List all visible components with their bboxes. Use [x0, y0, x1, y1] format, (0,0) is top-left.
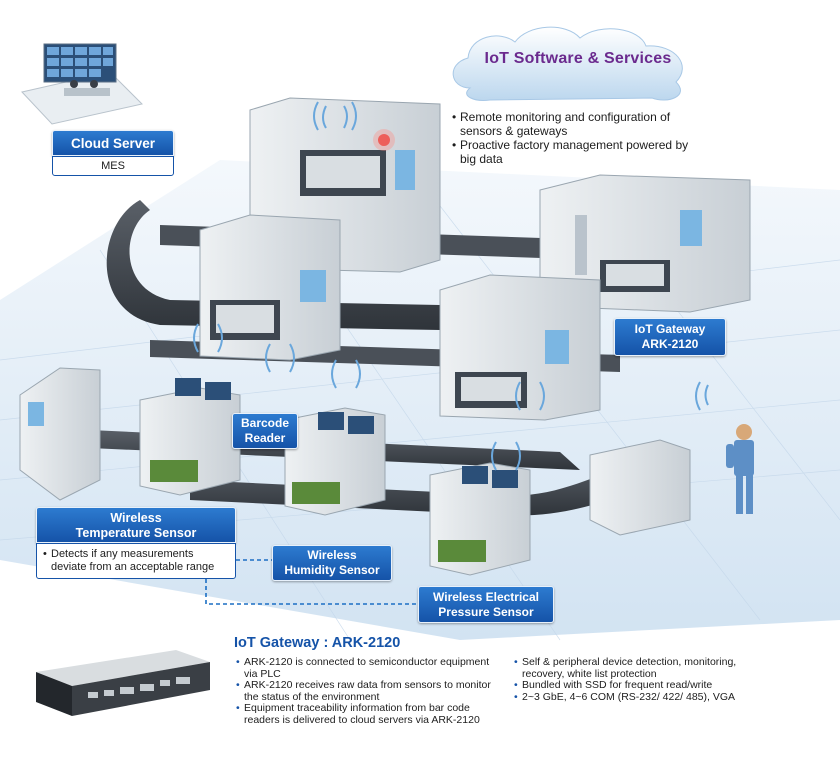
cloud-title: IoT Software & Services	[484, 50, 672, 67]
temperature-sensor-label-line1: Wireless	[110, 511, 162, 525]
temperature-sensor-description: Detects if any measurements deviate from…	[36, 543, 236, 579]
cloud-bullet-list: Remote monitoring and configuration of s…	[452, 110, 692, 166]
barcode-reader-label-line1: Barcode	[240, 416, 290, 430]
gateway-info-title: IoT Gateway : ARK-2120	[234, 635, 401, 651]
gateway-info-bullet: 2~3 GbE, 4~6 COM (RS-232/ 422/ 485), VGA	[514, 691, 764, 704]
gateway-info-left-list: ARK-2120 is connected to semiconductor e…	[236, 656, 500, 726]
cloud-shape	[452, 26, 683, 101]
machine-top-right	[539, 174, 751, 313]
gateway-info-bullet: Bundled with SSD for frequent read/write	[514, 679, 764, 692]
worker-figure	[726, 424, 754, 514]
pressure-sensor-label-line1: Wireless Electrical	[433, 590, 539, 604]
wireless-signal-icons	[193, 101, 709, 471]
iot-gateway-label-line1: IoT Gateway	[634, 322, 706, 336]
barcode-reader-label: Barcode Reader	[232, 413, 298, 449]
iot-gateway-label: IoT Gateway ARK-2120	[614, 318, 726, 356]
cloud-server-sublabel: MES	[52, 156, 174, 176]
test-station-2	[284, 407, 386, 516]
humidity-sensor-label-line2: Humidity Sensor	[284, 563, 380, 577]
test-station-1	[139, 378, 241, 496]
gateway-info-right-list: Self & peripheral device detection, moni…	[514, 656, 764, 704]
test-station-3	[429, 462, 531, 576]
humidity-sensor-label-line1: Wireless	[307, 548, 357, 562]
gateway-info-bullet: ARK-2120 is connected to semiconductor e…	[236, 656, 500, 680]
cloud-bullet: Proactive factory management powered by …	[452, 138, 692, 166]
sensor-connector-lines	[205, 559, 418, 605]
pressure-sensor-label: Wireless Electrical Pressure Sensor	[418, 586, 554, 623]
machine-mid-center	[439, 274, 601, 421]
barcode-reader-label-line2: Reader	[244, 431, 286, 445]
machine-left-inlet	[19, 367, 101, 501]
humidity-sensor-label: Wireless Humidity Sensor	[272, 545, 392, 581]
gateway-info-bullet: ARK-2120 receives raw data from sensors …	[236, 679, 500, 703]
gateway-info-bullet: Equipment traceability information from …	[236, 702, 500, 726]
temperature-sensor-bullet: Detects if any measurements deviate from…	[43, 548, 229, 574]
cloud-server-label: Cloud Server	[52, 130, 174, 156]
temperature-sensor-label-line2: Temperature Sensor	[75, 526, 197, 540]
cloud-bullet: Remote monitoring and configuration of s…	[452, 110, 692, 138]
iot-gateway-label-line2: ARK-2120	[641, 337, 699, 351]
machine-mid-left	[199, 214, 341, 361]
temperature-sensor-label: Wireless Temperature Sensor	[36, 507, 236, 543]
control-room-icon	[21, 43, 143, 125]
ark-2120-device-image	[36, 650, 210, 716]
pressure-sensor-label-line2: Pressure Sensor	[438, 605, 534, 619]
machine-right-outlet	[589, 439, 691, 536]
gateway-info-bullet: Self & peripheral device detection, moni…	[514, 656, 764, 680]
